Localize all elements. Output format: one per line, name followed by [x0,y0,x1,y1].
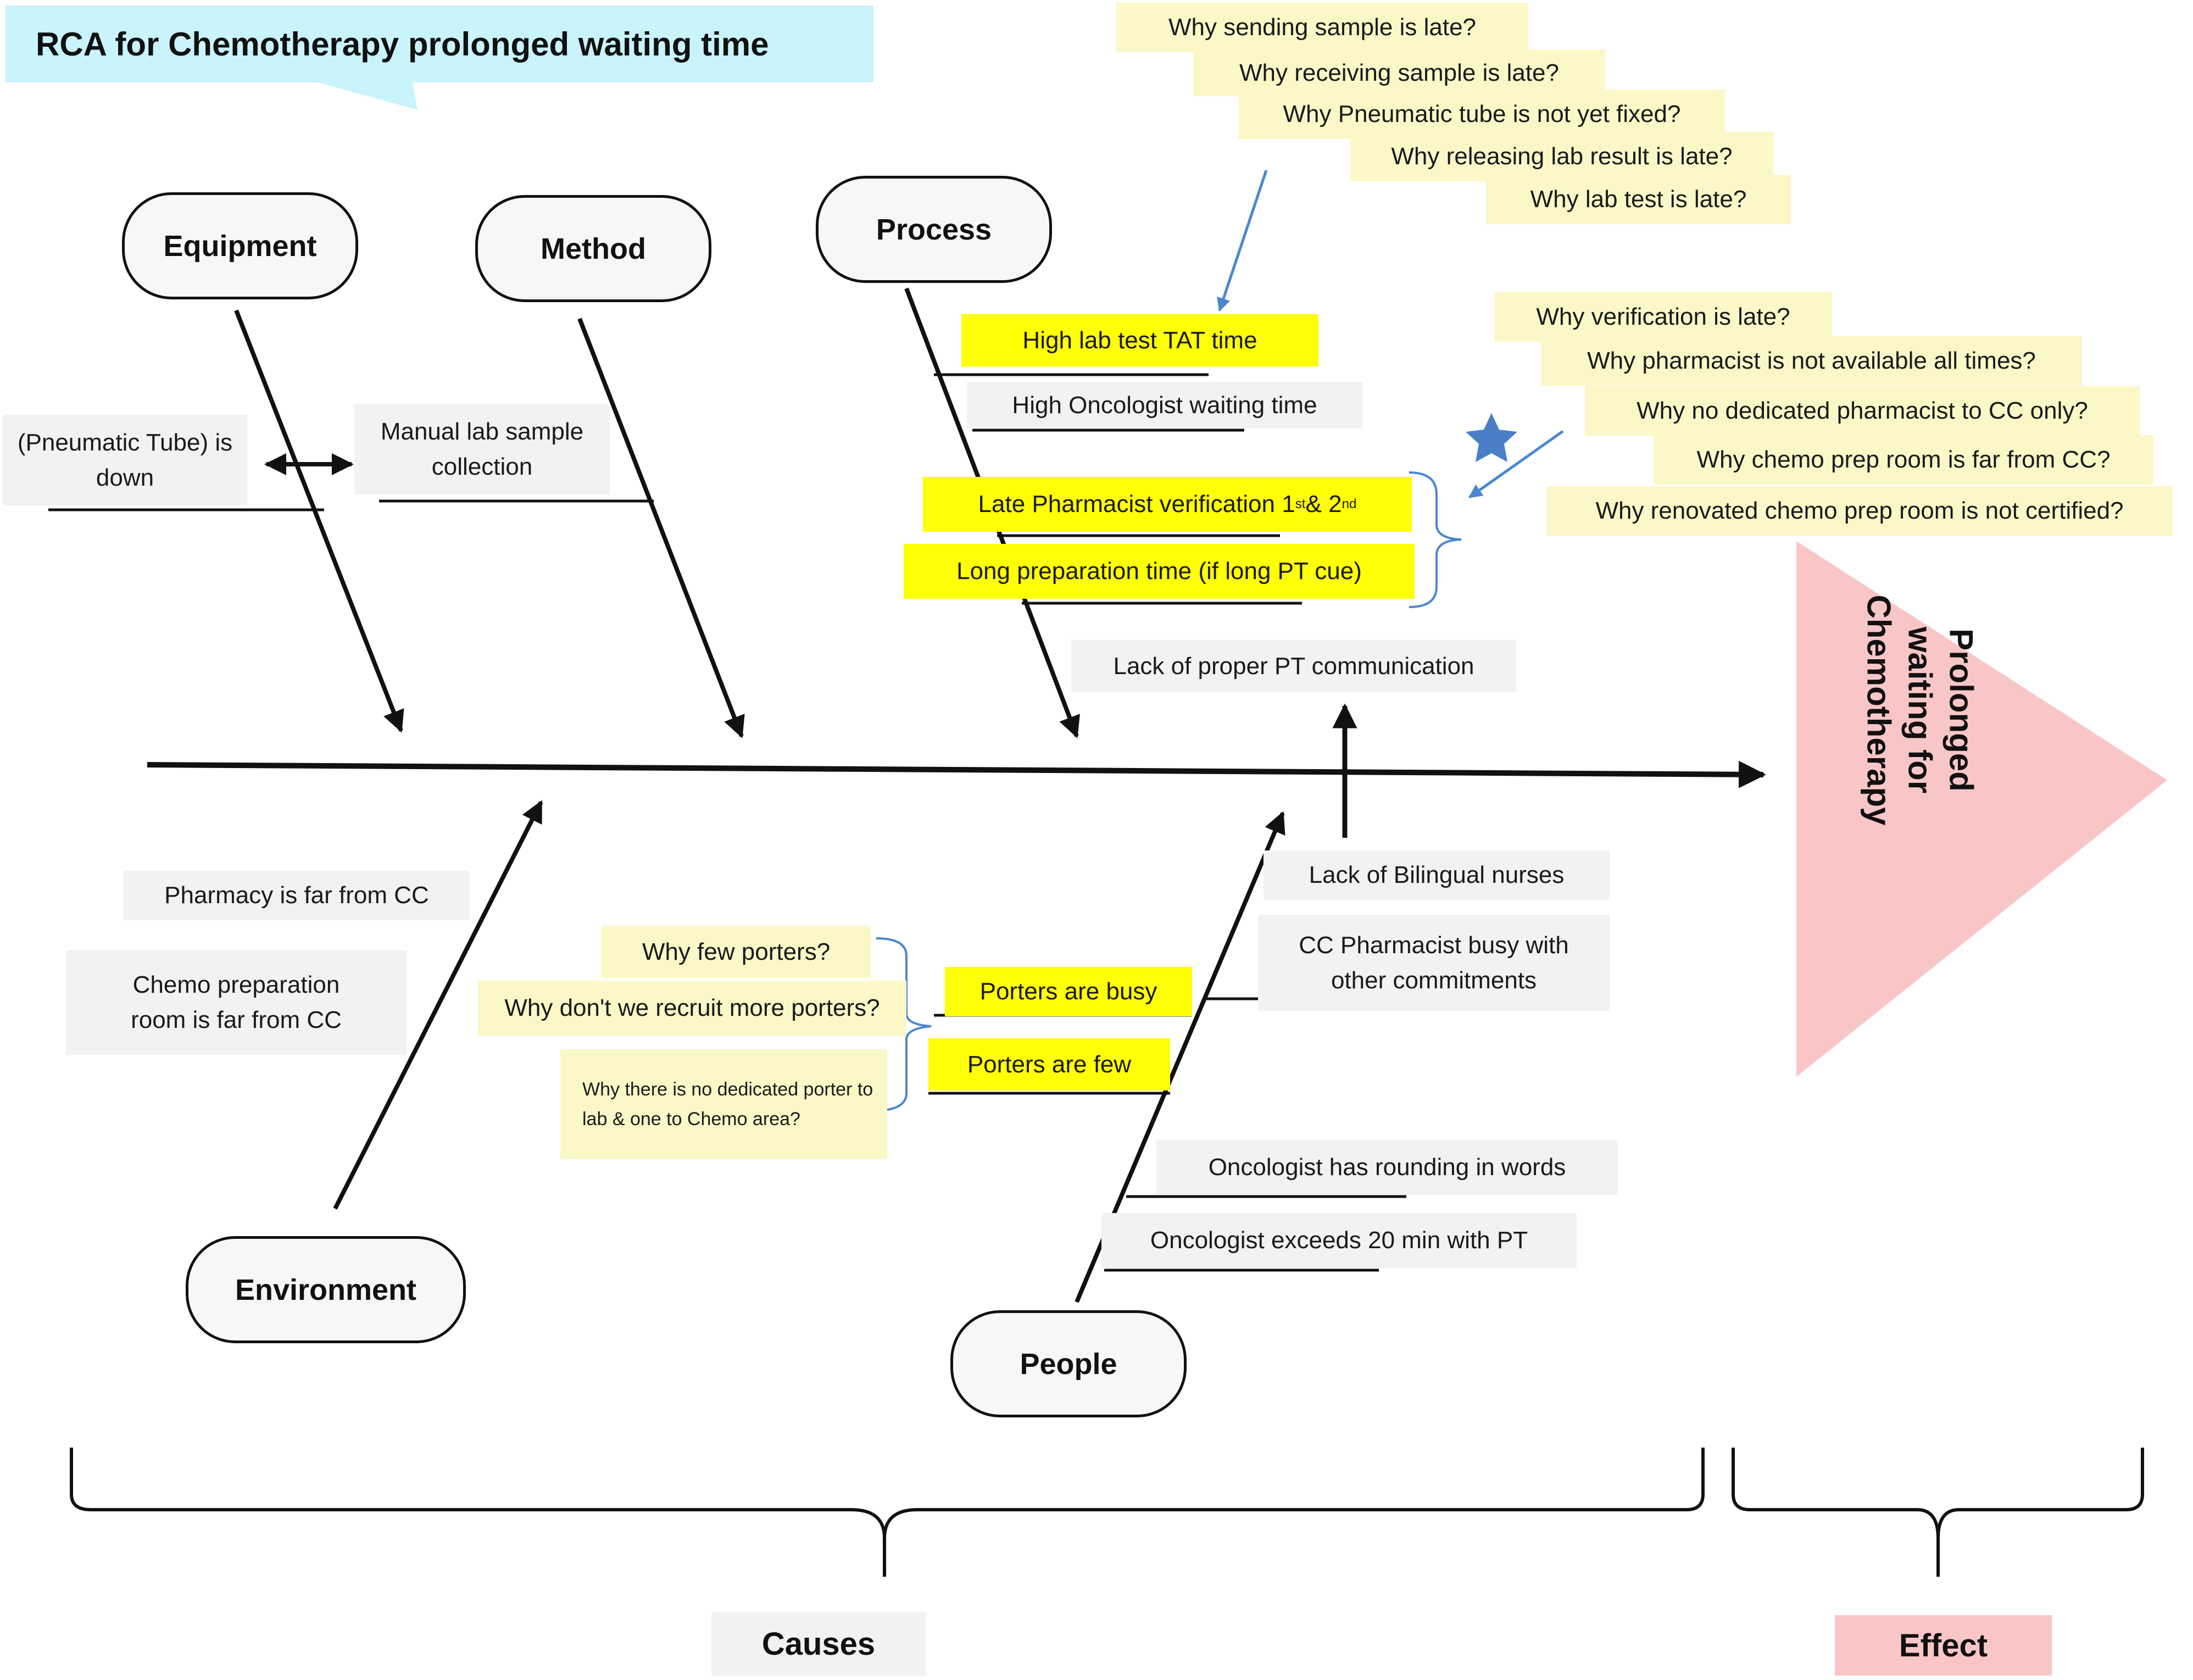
why-no-dedicated-pharmacist: Why no dedicated pharmacist to CC only? [1585,386,2140,436]
cause-manual-lab-sample: Manual lab sample collection [354,404,610,494]
cause-high-oncologist-wait: High Oncologist waiting time [967,382,1362,429]
effect-label: Prolonged waiting for Chemotherapy [1860,594,1980,826]
why-chemo-prep-room-far: Why chemo prep room is far from CC? [1654,435,2153,485]
cause-porters-few: Porters are few [928,1038,1170,1091]
title-callout-tail [308,80,418,110]
why-pharmacist-available: Why pharmacist is not available all time… [1541,336,2082,386]
verification-text: Late Pharmacist verification 1 [978,491,1295,518]
category-people: People [950,1310,1187,1417]
effect-brace [1732,1448,2144,1577]
cause-oncologist-exceeds: Oncologist exceeds 20 min with PT [1101,1213,1577,1268]
category-equipment: Equipment [122,192,358,299]
star-icon [1466,413,1517,462]
category-environment: Environment [186,1236,466,1343]
process-bracket [1409,471,1462,608]
effect-bottom-label: Effect [1835,1615,2052,1676]
ordinal-second: nd [1342,497,1357,512]
category-process: Process [816,176,1052,283]
cause-high-lab-tat: High lab test TAT time [961,314,1318,366]
lab-whys-pointer [1217,170,1268,312]
pharmacist-whys-pointer [1468,430,1564,499]
cause-pt-communication: Lack of proper PT communication [1071,640,1516,692]
method-bone [577,318,745,738]
why-releasing-lab-result: Why releasing lab result is late? [1350,132,1773,181]
why-receiving-sample: Why receiving sample is late? [1193,49,1605,96]
porters-bracket [876,937,932,1112]
why-no-dedicated-porter: Why there is no dedicated porter to lab … [560,1049,887,1159]
cause-pneumatic-tube: (Pneumatic Tube) is down [3,415,247,505]
cause-long-preparation: Long preparation time (if long PT cue) [904,544,1415,599]
why-few-porters: Why few porters? [602,926,871,978]
ordinal-first: st [1295,497,1306,512]
fish-spine [147,760,1766,788]
why-pneumatic-tube: Why Pneumatic tube is not yet fixed? [1239,90,1725,139]
why-verification: Why verification is late? [1494,292,1832,342]
causes-label: Causes [711,1612,926,1676]
cause-pharmacist-busy: CC Pharmacist busy with other commitment… [1258,915,1610,1011]
why-lab-test: Why lab test is late? [1486,175,1791,224]
cause-bilingual-nurses: Lack of Bilingual nurses [1264,850,1610,900]
causes-brace [70,1448,1705,1577]
category-method: Method [475,195,711,302]
page-title: RCA for Chemotherapy prolonged waiting t… [5,5,873,82]
ordinal-middle: & 2 [1305,491,1342,518]
why-renovated-room: Why renovated chemo prep room is not cer… [1546,486,2173,536]
equipment-bone [234,309,404,733]
cause-chemo-room-far: Chemo preparation room is far from CC [66,950,407,1055]
environment-bone [333,800,543,1210]
why-sending-sample: Why sending sample is late? [1116,3,1528,52]
why-recruit-porters: Why don't we recruit more porters? [478,981,906,1036]
cause-porters-busy: Porters are busy [945,967,1192,1016]
cause-pharmacy-far: Pharmacy is far from CC [124,871,470,920]
cause-oncologist-rounding: Oncologist has rounding in words [1156,1140,1618,1195]
effect-triangle [1796,541,2167,1077]
